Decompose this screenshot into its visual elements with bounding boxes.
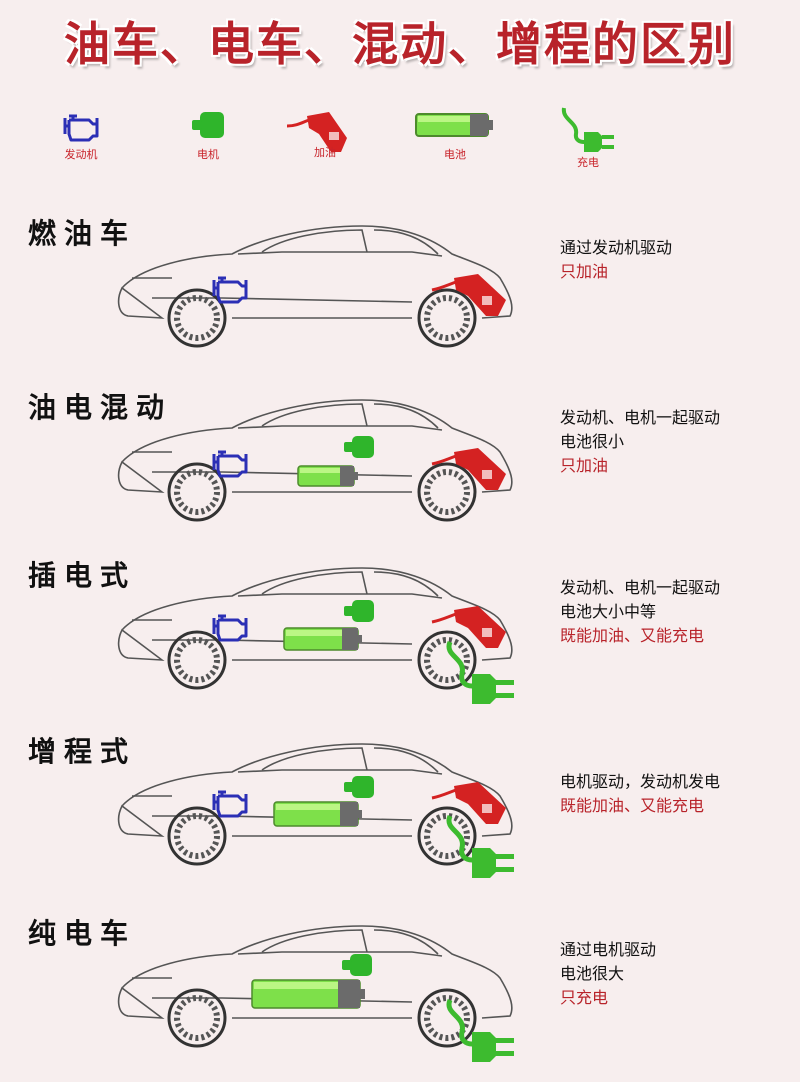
description-line: 电机驱动，发动机发电	[560, 772, 721, 791]
row-title: 纯电车	[28, 917, 137, 950]
row-description: 通过电机驱动 电池很大 只充电	[560, 938, 656, 1010]
row-plugin-hybrid: 插电式	[0, 554, 800, 724]
battery-icon	[273, 801, 362, 827]
motor-icon	[192, 112, 224, 138]
description-line-highlight: 既能加油、又能充电	[560, 796, 705, 815]
fuel-nozzle-icon	[286, 112, 347, 152]
fuel-nozzle-icon	[431, 274, 506, 316]
engine-icon	[212, 450, 248, 478]
description-line-highlight: 只加油	[560, 262, 609, 281]
plug-icon	[446, 999, 514, 1062]
legend-engine: 发动机	[36, 104, 126, 162]
description-line: 发动机、电机一起驱动	[560, 408, 721, 427]
wheel-icon	[167, 806, 477, 866]
engine-icon	[212, 276, 248, 304]
car-diagram	[117, 399, 513, 522]
description-line: 通过发动机驱动	[560, 238, 673, 257]
legend-battery-label: 电池	[444, 148, 466, 161]
description-line: 电池很小	[560, 432, 625, 451]
row-hybrid: 油电混动	[0, 386, 800, 556]
page-title: 油车、电车、混动、增程的区别	[64, 17, 736, 71]
row-title: 燃油车	[28, 217, 137, 250]
description-line: 电池大小中等	[560, 602, 657, 621]
motor-icon	[344, 600, 374, 622]
description-line-highlight: 只充电	[560, 988, 609, 1007]
car-diagram	[117, 743, 514, 878]
battery-icon	[283, 627, 362, 651]
wheel-icon	[167, 630, 477, 690]
wheel-icon	[167, 988, 477, 1048]
legend-charge: 充电	[543, 104, 633, 170]
description-line: 通过电机驱动	[560, 940, 657, 959]
legend-battery: 电池	[410, 104, 500, 162]
legend-motor-label: 电机	[197, 148, 219, 161]
wheel-icon	[167, 462, 477, 522]
description-line: 发动机、电机一起驱动	[560, 578, 721, 597]
fuel-nozzle-icon	[431, 782, 506, 824]
car-diagram	[117, 925, 514, 1062]
battery-icon	[297, 465, 358, 487]
plug-icon	[561, 107, 614, 152]
legend-charge-label: 充电	[577, 156, 599, 169]
legend-refuel-label: 加油	[314, 146, 336, 159]
motor-icon	[344, 776, 374, 798]
description-line-highlight: 既能加油、又能充电	[560, 626, 705, 645]
engine-icon	[212, 614, 248, 642]
motor-icon	[342, 954, 372, 976]
legend: 发动机 电机 加油 电池 充电	[0, 104, 800, 184]
plug-icon	[446, 641, 514, 704]
row-description: 发动机、电机一起驱动 电池很小 只加油	[560, 406, 720, 478]
car-diagram	[117, 225, 513, 348]
row-description: 电机驱动，发动机发电 既能加油、又能充电	[560, 770, 720, 818]
plug-icon	[446, 815, 514, 878]
legend-refuel: 加油	[280, 104, 370, 160]
engine-icon	[212, 790, 248, 818]
row-title: 插电式	[28, 559, 137, 592]
legend-motor: 电机	[163, 104, 253, 162]
battery-icon	[251, 979, 365, 1009]
row-fuel-car: 燃油车 通过发动机驱动 只加油	[0, 212, 800, 382]
wheel-icon	[167, 288, 477, 348]
row-pure-electric: 纯电车	[0, 912, 800, 1082]
row-title: 增程式	[28, 735, 137, 768]
row-title: 油电混动	[28, 391, 173, 424]
battery-icon	[415, 113, 493, 137]
fuel-nozzle-icon	[431, 448, 506, 490]
row-description: 发动机、电机一起驱动 电池大小中等 既能加油、又能充电	[560, 576, 720, 648]
row-description: 通过发动机驱动 只加油	[560, 236, 672, 284]
motor-icon	[344, 436, 374, 458]
engine-icon	[63, 114, 99, 142]
description-line: 电池很大	[560, 964, 625, 983]
car-outline-icon	[117, 225, 513, 319]
row-range-extender: 增程式	[0, 730, 800, 900]
car-diagram	[117, 567, 514, 704]
fuel-nozzle-icon	[431, 606, 506, 648]
legend-engine-label: 发动机	[64, 148, 98, 161]
description-line-highlight: 只加油	[560, 456, 609, 475]
